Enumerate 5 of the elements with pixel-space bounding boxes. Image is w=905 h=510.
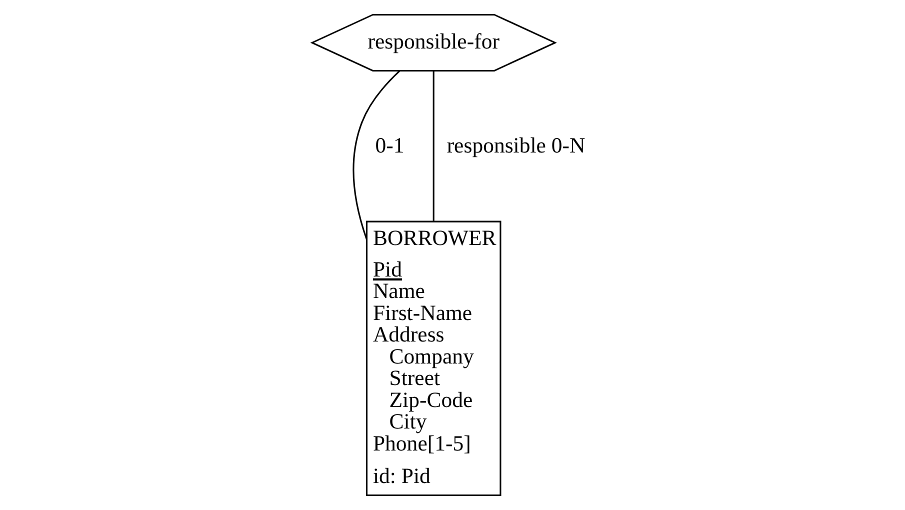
node-box: BORROWER Pid Name First-Name Address Company Street Zip-Code City Phone[1-5] id: Pid	[365, 220, 501, 496]
edge-label: 0-1	[374, 134, 404, 158]
edge-label: responsible 0-N	[446, 134, 585, 158]
connector	[432, 70, 434, 221]
connector	[352, 70, 400, 240]
